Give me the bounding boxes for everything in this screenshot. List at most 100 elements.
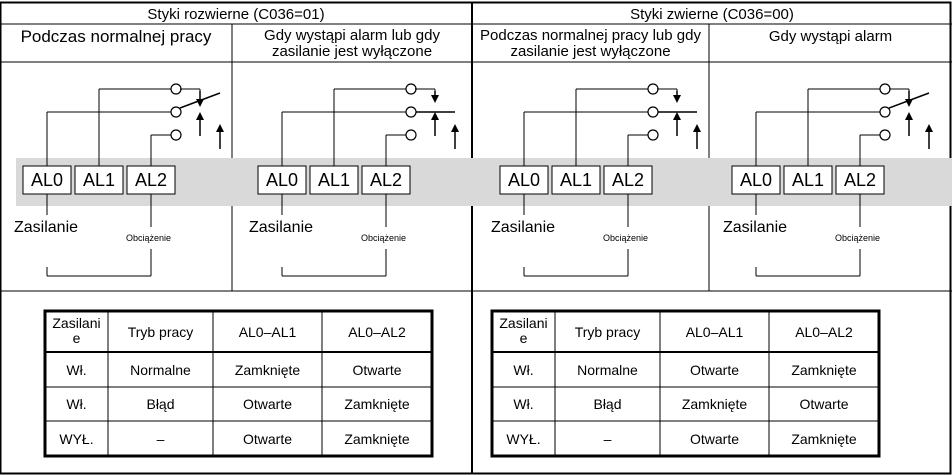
panel-1-load-box xyxy=(358,227,417,249)
panel-0-contact-0 xyxy=(170,83,182,95)
table-0-cell-2-0: WYŁ. xyxy=(59,431,94,447)
table-1-cell-0-1: Normalne xyxy=(577,362,638,378)
panel-0-terminal-label-0: AL0 xyxy=(30,170,64,190)
column-title-0-0: Podczas normalnej pracy xyxy=(20,27,212,46)
panel-2-terminal-al1 xyxy=(551,165,601,195)
table-1-cell-1-0: Wł. xyxy=(513,396,534,412)
panel-0-load-box xyxy=(123,227,182,249)
panel-2-terminal-label-0: AL0 xyxy=(507,170,541,190)
column-title-0-1-line-0: Gdy wystąpi alarm lub gdy xyxy=(264,27,440,44)
panel-3-terminal-label-1: AL1 xyxy=(791,170,825,190)
panel-3-contact-2 xyxy=(879,129,891,141)
panel-0-arrow-small-head xyxy=(196,112,204,120)
panel-3-power-box xyxy=(721,215,791,267)
panel-2-contact-0 xyxy=(647,83,659,95)
panel-3-terminal-al1 xyxy=(783,165,833,195)
table-0-cell-1-3: Zamknięte xyxy=(344,396,410,412)
column-title-1-0-line-0: Podczas normalnej pracy lub gdy xyxy=(480,27,701,44)
panel-2-power-box xyxy=(489,215,559,267)
table-1-header-0-line-1: e xyxy=(519,330,528,346)
table-1-cell-2-0: WYŁ. xyxy=(506,431,541,447)
column-title-1-1: Gdy wystąpi alarm xyxy=(768,28,893,45)
panel-3-contact-1 xyxy=(879,106,891,118)
table-1-frame xyxy=(490,309,881,458)
table-1-cell-0-0: Wł. xyxy=(513,362,534,378)
panel-2-terminal-label-2: AL2 xyxy=(611,170,645,190)
panel-2-contact-1 xyxy=(647,106,659,118)
table-0-cell-0-1: Normalne xyxy=(130,362,191,378)
panel-2-arrow-down-head xyxy=(673,95,681,103)
panel-3-terminal-label-2: AL2 xyxy=(843,170,877,190)
panel-0-terminal-al1 xyxy=(74,165,124,195)
table-0-cell-2-3: Zamknięte xyxy=(344,431,410,447)
panel-3-contact-0 xyxy=(879,83,891,95)
panel-2-contact-2 xyxy=(647,129,659,141)
panel-0-load-label: Obciążenie xyxy=(126,233,172,243)
table-0-header-0-line-0: Zasilani xyxy=(52,315,101,331)
table-0-cell-2-1: – xyxy=(156,431,165,447)
table-1-cell-2-1: – xyxy=(603,431,612,447)
panel-1-contact-2 xyxy=(405,129,417,141)
panel-0-terminal-al0 xyxy=(22,165,72,195)
panel-3-power-label: Zasilanie xyxy=(723,219,788,236)
table-1-header-2: AL0–AL1 xyxy=(685,324,744,340)
panel-2-power-label: Zasilanie xyxy=(491,219,556,236)
panel-2-arrow-small-head xyxy=(673,112,681,120)
table-1-cell-2-3: Zamknięte xyxy=(791,431,857,447)
panel-0-power-box xyxy=(12,215,82,267)
panel-1-terminal-label-0: AL0 xyxy=(265,170,299,190)
table-0-header-2: AL0–AL1 xyxy=(238,324,297,340)
panel-2-terminal-label-1: AL1 xyxy=(559,170,593,190)
panel-3-terminal-al2 xyxy=(835,165,885,195)
table-0-frame xyxy=(43,309,434,458)
panel-0-terminal-label-1: AL1 xyxy=(82,170,116,190)
panel-2-load-box xyxy=(600,227,659,249)
table-0-header-3: AL0–AL2 xyxy=(348,324,406,340)
panel-1-load-label: Obciążenie xyxy=(361,233,407,243)
table-1-cell-2-2: Otwarte xyxy=(689,431,739,447)
table-1-cell-1-2: Zamknięte xyxy=(681,396,748,412)
table-0-cell-1-2: Otwarte xyxy=(242,396,292,412)
panel-1-contact-0 xyxy=(405,83,417,95)
table-0-cell-2-2: Otwarte xyxy=(242,431,292,447)
panel-3-terminal-label-0: AL0 xyxy=(739,170,773,190)
section-title-normally-open: Styki zwierne (C036=00) xyxy=(630,6,794,23)
panel-2-load-label: Obciążenie xyxy=(603,233,649,243)
panel-3-load-box xyxy=(832,227,891,249)
panel-1-contact-1 xyxy=(405,106,417,118)
table-0-cell-0-0: Wł. xyxy=(66,362,87,378)
column-title-0-1-line-1: zasilanie jest wyłączone xyxy=(271,43,433,60)
panel-3-arrow-small-head xyxy=(905,112,913,120)
panel-1-power-box xyxy=(247,215,317,267)
panel-1-arrow-big-head xyxy=(451,124,459,132)
table-1-cell-0-2: Otwarte xyxy=(689,362,739,378)
table-0-cell-1-1: Błąd xyxy=(146,396,175,412)
table-0-header-0-line-1: e xyxy=(72,330,81,346)
panel-0-contact-1 xyxy=(170,106,182,118)
table-0-cell-1-0: Wł. xyxy=(66,396,87,412)
panel-3-load-label: Obciążenie xyxy=(835,233,881,243)
panel-1-terminal-label-2: AL2 xyxy=(369,170,403,190)
panel-0-terminal-label-2: AL2 xyxy=(134,170,168,190)
table-0-cell-0-3: Otwarte xyxy=(352,362,402,378)
panel-3-arrow-down-head xyxy=(905,99,913,107)
panel-2-arrow-big-head xyxy=(693,124,701,132)
panel-0-arrow-down-head xyxy=(196,99,204,107)
table-0-cell-0-2: Zamknięte xyxy=(234,362,301,378)
panel-1-arrow-small-head xyxy=(431,112,439,120)
panel-1-power-label: Zasilanie xyxy=(249,219,314,236)
panel-3-arrow-big-head xyxy=(925,124,933,132)
table-1-header-3: AL0–AL2 xyxy=(795,324,853,340)
panel-0-arrow-big-head xyxy=(216,124,224,132)
table-1-header-1: Tryb pracy xyxy=(574,324,641,340)
table-1-header-0-line-0: Zasilani xyxy=(499,315,548,331)
section-title-normally-closed: Styki rozwierne (C036=01) xyxy=(147,6,325,23)
panel-0-contact-2 xyxy=(170,129,182,141)
table-0-header-1: Tryb pracy xyxy=(127,324,194,340)
column-title-1-0-line-1: zasilanie jest wyłączone xyxy=(510,43,671,60)
panel-1-arrow-down-head xyxy=(431,95,439,103)
panel-0-power-label: Zasilanie xyxy=(14,219,79,236)
